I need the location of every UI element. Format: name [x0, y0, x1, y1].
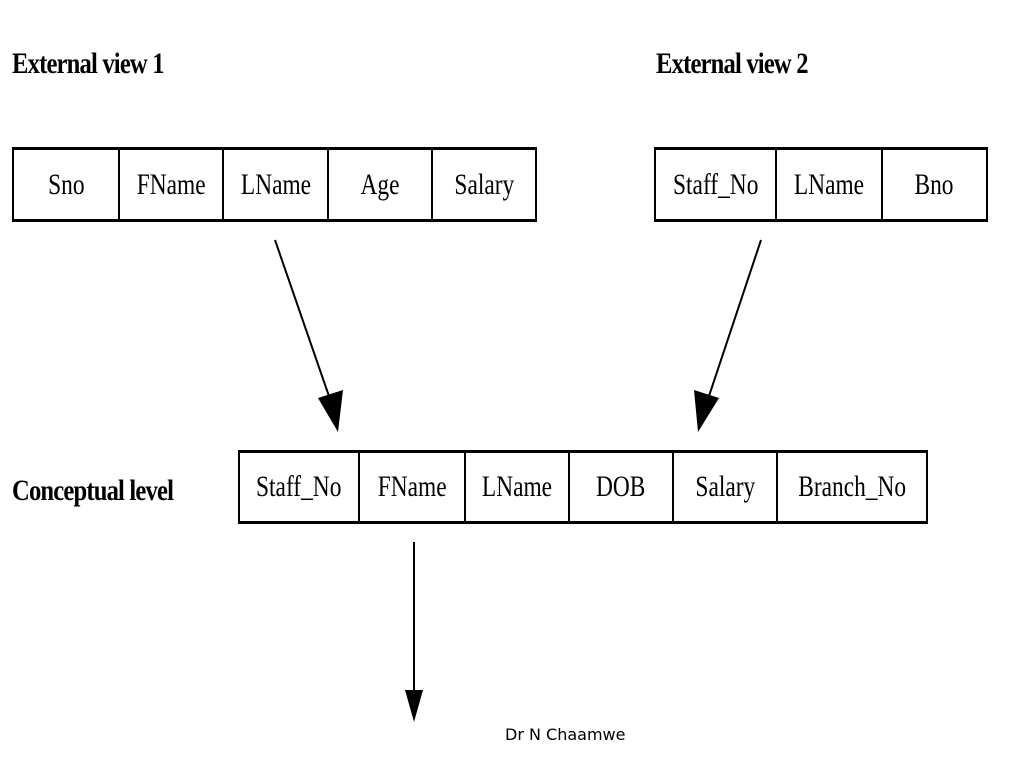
external-view-2-title: External view 2	[656, 47, 808, 80]
field-cell: FName	[360, 453, 466, 521]
external-view-1-record: Sno FName LName Age Salary	[12, 147, 537, 222]
field-label: FName	[136, 167, 206, 201]
field-cell: DOB	[570, 453, 674, 521]
field-label: LName	[793, 167, 865, 201]
field-cell: Age	[329, 150, 433, 219]
field-label: LName	[481, 470, 553, 503]
arrow-ext2-to-conceptual	[694, 239, 762, 432]
field-cell: LName	[777, 150, 883, 219]
external-view-1-title: External view 1	[12, 47, 164, 80]
field-cell: LName	[466, 453, 570, 521]
field-cell: Bno	[883, 150, 988, 219]
footer-author: Dr N Chaamwe	[505, 725, 626, 744]
field-cell: Salary	[433, 150, 537, 219]
field-cell: Staff_No	[240, 453, 360, 521]
conceptual-level-title: Conceptual level	[12, 474, 174, 507]
conceptual-level-record: Staff_No FName LName DOB Salary Branch_N…	[238, 450, 928, 524]
field-cell: Branch_No	[778, 453, 928, 521]
field-label: Staff_No	[256, 470, 342, 503]
field-label: Salary	[695, 470, 755, 503]
field-label: LName	[240, 167, 311, 201]
arrow-conceptual-to-internal	[405, 542, 423, 722]
field-cell: FName	[120, 150, 224, 219]
field-cell: Sno	[14, 150, 120, 219]
field-label: DOB	[596, 470, 646, 503]
external-view-2-record: Staff_No LName Bno	[654, 147, 988, 222]
field-label: Staff_No	[672, 167, 759, 201]
field-label: Salary	[454, 167, 514, 201]
field-label: Age	[360, 167, 400, 201]
field-label: Sno	[47, 167, 85, 201]
field-label: Branch_No	[798, 470, 906, 503]
field-label: FName	[377, 470, 447, 503]
arrow-ext1-to-conceptual	[274, 239, 343, 432]
field-label: Bno	[914, 167, 954, 201]
field-cell: Staff_No	[656, 150, 777, 219]
field-cell: Salary	[674, 453, 778, 521]
field-cell: LName	[224, 150, 329, 219]
